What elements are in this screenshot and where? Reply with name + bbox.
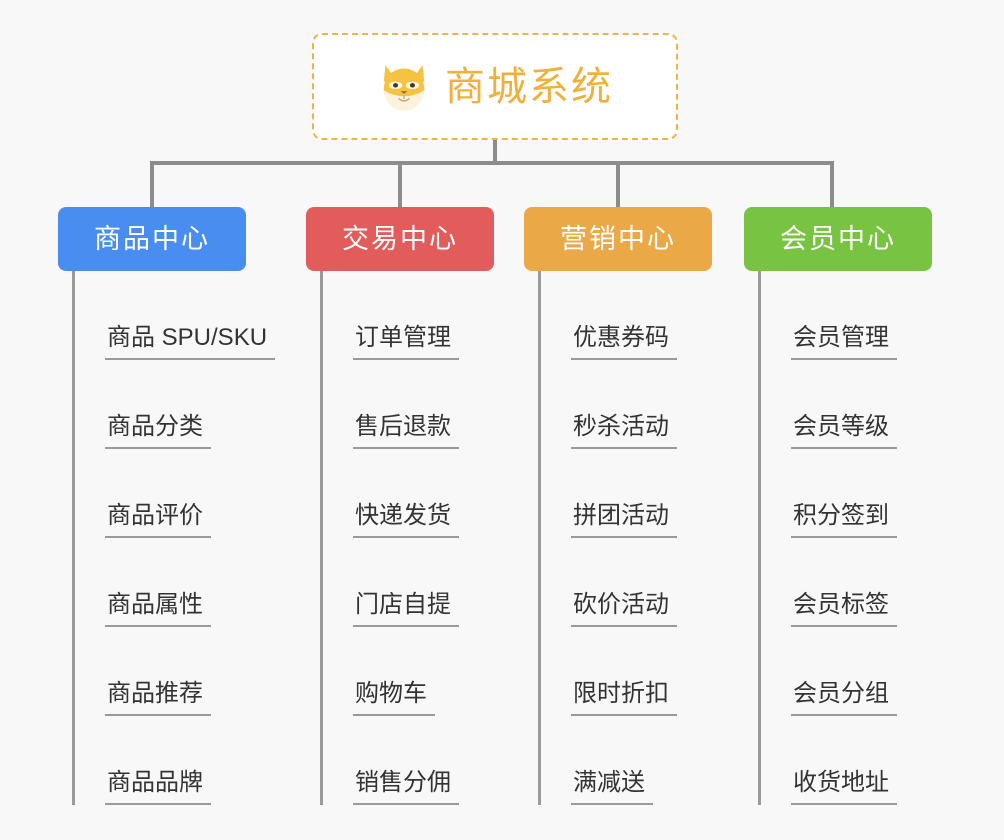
list-item[interactable]: 会员标签 [761,538,932,627]
root-title: 商城系统 [445,64,613,109]
list-item[interactable]: 砍价活动 [541,538,712,627]
list-item[interactable]: 会员等级 [761,360,932,449]
connector-drop-2 [398,161,402,207]
leaf-label: 拼团活动 [571,502,677,538]
branch-header-label-3: 营销中心 [560,223,676,254]
list-item[interactable]: 商品属性 [75,538,246,627]
list-item[interactable]: 商品分类 [75,360,246,449]
root-node[interactable]: 商城系统 [312,33,678,140]
shiba-dog-face-icon [383,64,425,111]
leaf-label: 销售分佣 [353,769,459,805]
list-item[interactable]: 优惠券码 [541,271,712,360]
branch-header-4[interactable]: 会员中心 [744,207,932,271]
leaf-label: 商品属性 [105,591,211,627]
leaf-label: 满减送 [571,769,653,805]
connector-drop-3 [616,161,620,207]
branch-header-label-4: 会员中心 [780,223,896,254]
leaf-label: 订单管理 [353,324,459,360]
list-item[interactable]: 会员分组 [761,627,932,716]
leaf-label: 商品品牌 [105,769,211,805]
list-item[interactable]: 商品 SPU/SKU [75,271,276,360]
leaf-label: 秒杀活动 [571,413,677,449]
leaf-label: 限时折扣 [571,680,677,716]
connector-drop-4 [830,161,834,207]
list-item[interactable]: 门店自提 [323,538,494,627]
leaf-label: 会员管理 [791,324,897,360]
branch-header-2[interactable]: 交易中心 [306,207,494,271]
leaf-label: 砍价活动 [571,591,677,627]
list-item[interactable]: 商品推荐 [75,627,246,716]
leaf-label: 商品分类 [105,413,211,449]
connector-drop-1 [150,161,154,207]
branch-header-label-2: 交易中心 [342,223,458,254]
list-item[interactable]: 满减送 [541,716,712,805]
branch-column-2: 交易中心 订单管理 售后退款 快递发货 门店自提 购物车 销售分佣 [306,207,494,805]
leaf-label: 商品推荐 [105,680,211,716]
list-item[interactable]: 拼团活动 [541,449,712,538]
connector-horizontal-bus [150,161,834,165]
list-item[interactable]: 秒杀活动 [541,360,712,449]
list-item[interactable]: 售后退款 [323,360,494,449]
list-item[interactable]: 会员管理 [761,271,932,360]
list-item[interactable]: 快递发货 [323,449,494,538]
branch-header-1[interactable]: 商品中心 [58,207,246,271]
list-item[interactable]: 收货地址 [761,716,932,805]
connector-root-stem [493,140,497,163]
branch-header-label-1: 商品中心 [94,223,210,254]
leaf-label: 优惠券码 [571,324,677,360]
branch-items-1: 商品 SPU/SKU 商品分类 商品评价 商品属性 商品推荐 商品品牌 [72,271,276,805]
leaf-label: 售后退款 [353,413,459,449]
leaf-label: 快递发货 [353,502,459,538]
list-item[interactable]: 商品评价 [75,449,246,538]
leaf-label: 购物车 [353,680,435,716]
list-item[interactable]: 积分签到 [761,449,932,538]
leaf-label: 会员标签 [791,591,897,627]
leaf-label: 会员等级 [791,413,897,449]
list-item[interactable]: 销售分佣 [323,716,494,805]
leaf-label: 会员分组 [791,680,897,716]
list-item[interactable]: 商品品牌 [75,716,246,805]
leaf-label: 商品 SPU/SKU [105,324,276,360]
branch-column-4: 会员中心 会员管理 会员等级 积分签到 会员标签 会员分组 收货地址 [744,207,932,805]
leaf-label: 商品评价 [105,502,211,538]
branch-items-3: 优惠券码 秒杀活动 拼团活动 砍价活动 限时折扣 满减送 [538,271,712,805]
list-item[interactable]: 购物车 [323,627,494,716]
branch-items-2: 订单管理 售后退款 快递发货 门店自提 购物车 销售分佣 [320,271,494,805]
list-item[interactable]: 订单管理 [323,271,494,360]
branch-header-3[interactable]: 营销中心 [524,207,712,271]
branch-column-3: 营销中心 优惠券码 秒杀活动 拼团活动 砍价活动 限时折扣 满减送 [524,207,712,805]
branch-column-1: 商品中心 商品 SPU/SKU 商品分类 商品评价 商品属性 商品推荐 商品品牌 [58,207,276,805]
branch-items-4: 会员管理 会员等级 积分签到 会员标签 会员分组 收货地址 [758,271,932,805]
leaf-label: 收货地址 [791,769,897,805]
list-item[interactable]: 限时折扣 [541,627,712,716]
leaf-label: 积分签到 [791,502,897,538]
leaf-label: 门店自提 [353,591,459,627]
